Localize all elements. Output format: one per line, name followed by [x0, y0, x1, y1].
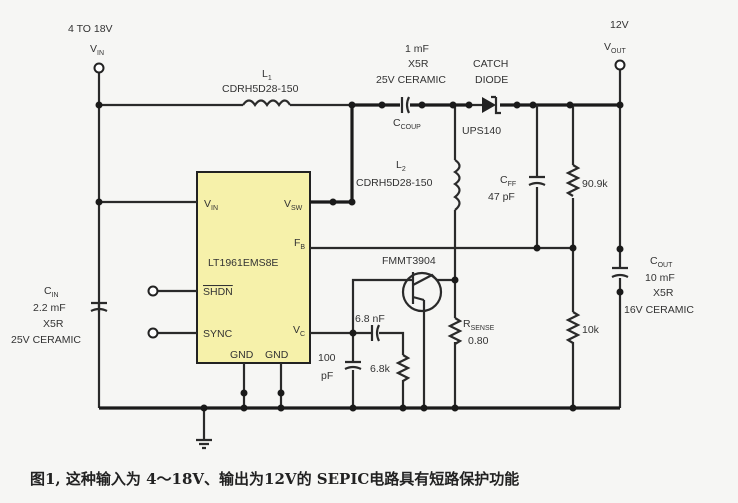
- ic-pin-fb: FB: [294, 237, 305, 251]
- cout-value: 10 mF: [645, 272, 675, 284]
- ic-pin-gnd2: GND: [265, 349, 289, 361]
- figure-caption: 图1, 这种输入为 4～18V、输出为12V的 SEPIC电路具有短路保护功能: [30, 470, 519, 488]
- resistor-rsense: [447, 317, 463, 345]
- l1-part: CDRH5D28-150: [222, 83, 299, 95]
- cout-rating: 16V CERAMIC: [624, 304, 694, 316]
- cin-type: X5R: [43, 318, 64, 330]
- cout-type: X5R: [653, 287, 674, 299]
- ic-pin-shdn: SHDN: [203, 286, 233, 298]
- comp-res-value: 6.8k: [370, 363, 391, 375]
- rsense-value: 0.80: [468, 335, 489, 347]
- wires: [97, 70, 622, 450]
- diode-label-line1: CATCH: [473, 58, 508, 70]
- capacitor-cout: [611, 266, 629, 278]
- r-bottom-value: 10k: [582, 324, 600, 336]
- resistor-6-8k: [395, 354, 411, 382]
- comp-cap-value: 6.8 nF: [355, 313, 385, 325]
- junction-dots: [95, 101, 624, 412]
- vin-range-label: 4 TO 18V: [68, 23, 113, 35]
- c100-unit: pF: [321, 370, 333, 382]
- cin-name: CIN: [44, 285, 59, 299]
- ccoup-value: 1 mF: [405, 43, 429, 55]
- rsense-name: RSENSE: [463, 318, 495, 332]
- cin-rating: 25V CERAMIC: [11, 334, 81, 346]
- capacitor-cin: [90, 301, 108, 312]
- vout-terminal: [614, 59, 626, 71]
- resistor-10k: [565, 311, 581, 344]
- l2-name: L2: [396, 159, 406, 173]
- l1-name: L1: [262, 68, 272, 82]
- capacitor-100pf: [344, 360, 362, 370]
- inductor-l2: [453, 159, 461, 211]
- cout-name: COUT: [650, 255, 673, 269]
- diode-label-line2: DIODE: [475, 74, 508, 86]
- ccoup-rating: 25V CERAMIC: [376, 74, 446, 86]
- ic-lt1961: [196, 171, 311, 364]
- capacitor-cff: [528, 175, 546, 186]
- vin-label: VIN: [90, 43, 104, 57]
- capacitor-6-8nf: [370, 324, 380, 342]
- catch-diode: [470, 95, 501, 115]
- cff-name: CFF: [500, 174, 516, 188]
- inductor-l1: [242, 99, 291, 107]
- sync-terminal: [147, 327, 159, 339]
- l2-part: CDRH5D28-150: [356, 177, 433, 189]
- vin-terminal: [93, 62, 105, 74]
- ic-pin-vsw: VSW: [284, 198, 303, 212]
- c100-value: 100: [318, 352, 336, 364]
- ccoup-type: X5R: [408, 58, 429, 70]
- ic-part-number: LT1961EMS8E: [208, 257, 278, 269]
- cin-value: 2.2 mF: [33, 302, 66, 314]
- diode-part: UPS140: [462, 125, 501, 137]
- ic-pin-vin: VIN: [204, 198, 218, 212]
- shdn-terminal: [147, 285, 159, 297]
- capacitor-ccoup: [400, 96, 410, 114]
- transistor-part: FMMT3904: [382, 255, 436, 267]
- ic-pin-gnd1: GND: [230, 349, 254, 361]
- ic-pin-sync: SYNC: [203, 328, 233, 340]
- transistor-fmmt3904: [401, 271, 443, 313]
- cff-value: 47 pF: [488, 191, 515, 203]
- vout-voltage-label: 12V: [610, 19, 629, 31]
- vout-label: VOUT: [604, 41, 627, 55]
- ic-pin-vc: VC: [293, 324, 305, 338]
- r-top-value: 90.9k: [582, 178, 608, 190]
- resistor-90-9k: [565, 164, 581, 197]
- ccoup-name: CCOUP: [393, 117, 421, 131]
